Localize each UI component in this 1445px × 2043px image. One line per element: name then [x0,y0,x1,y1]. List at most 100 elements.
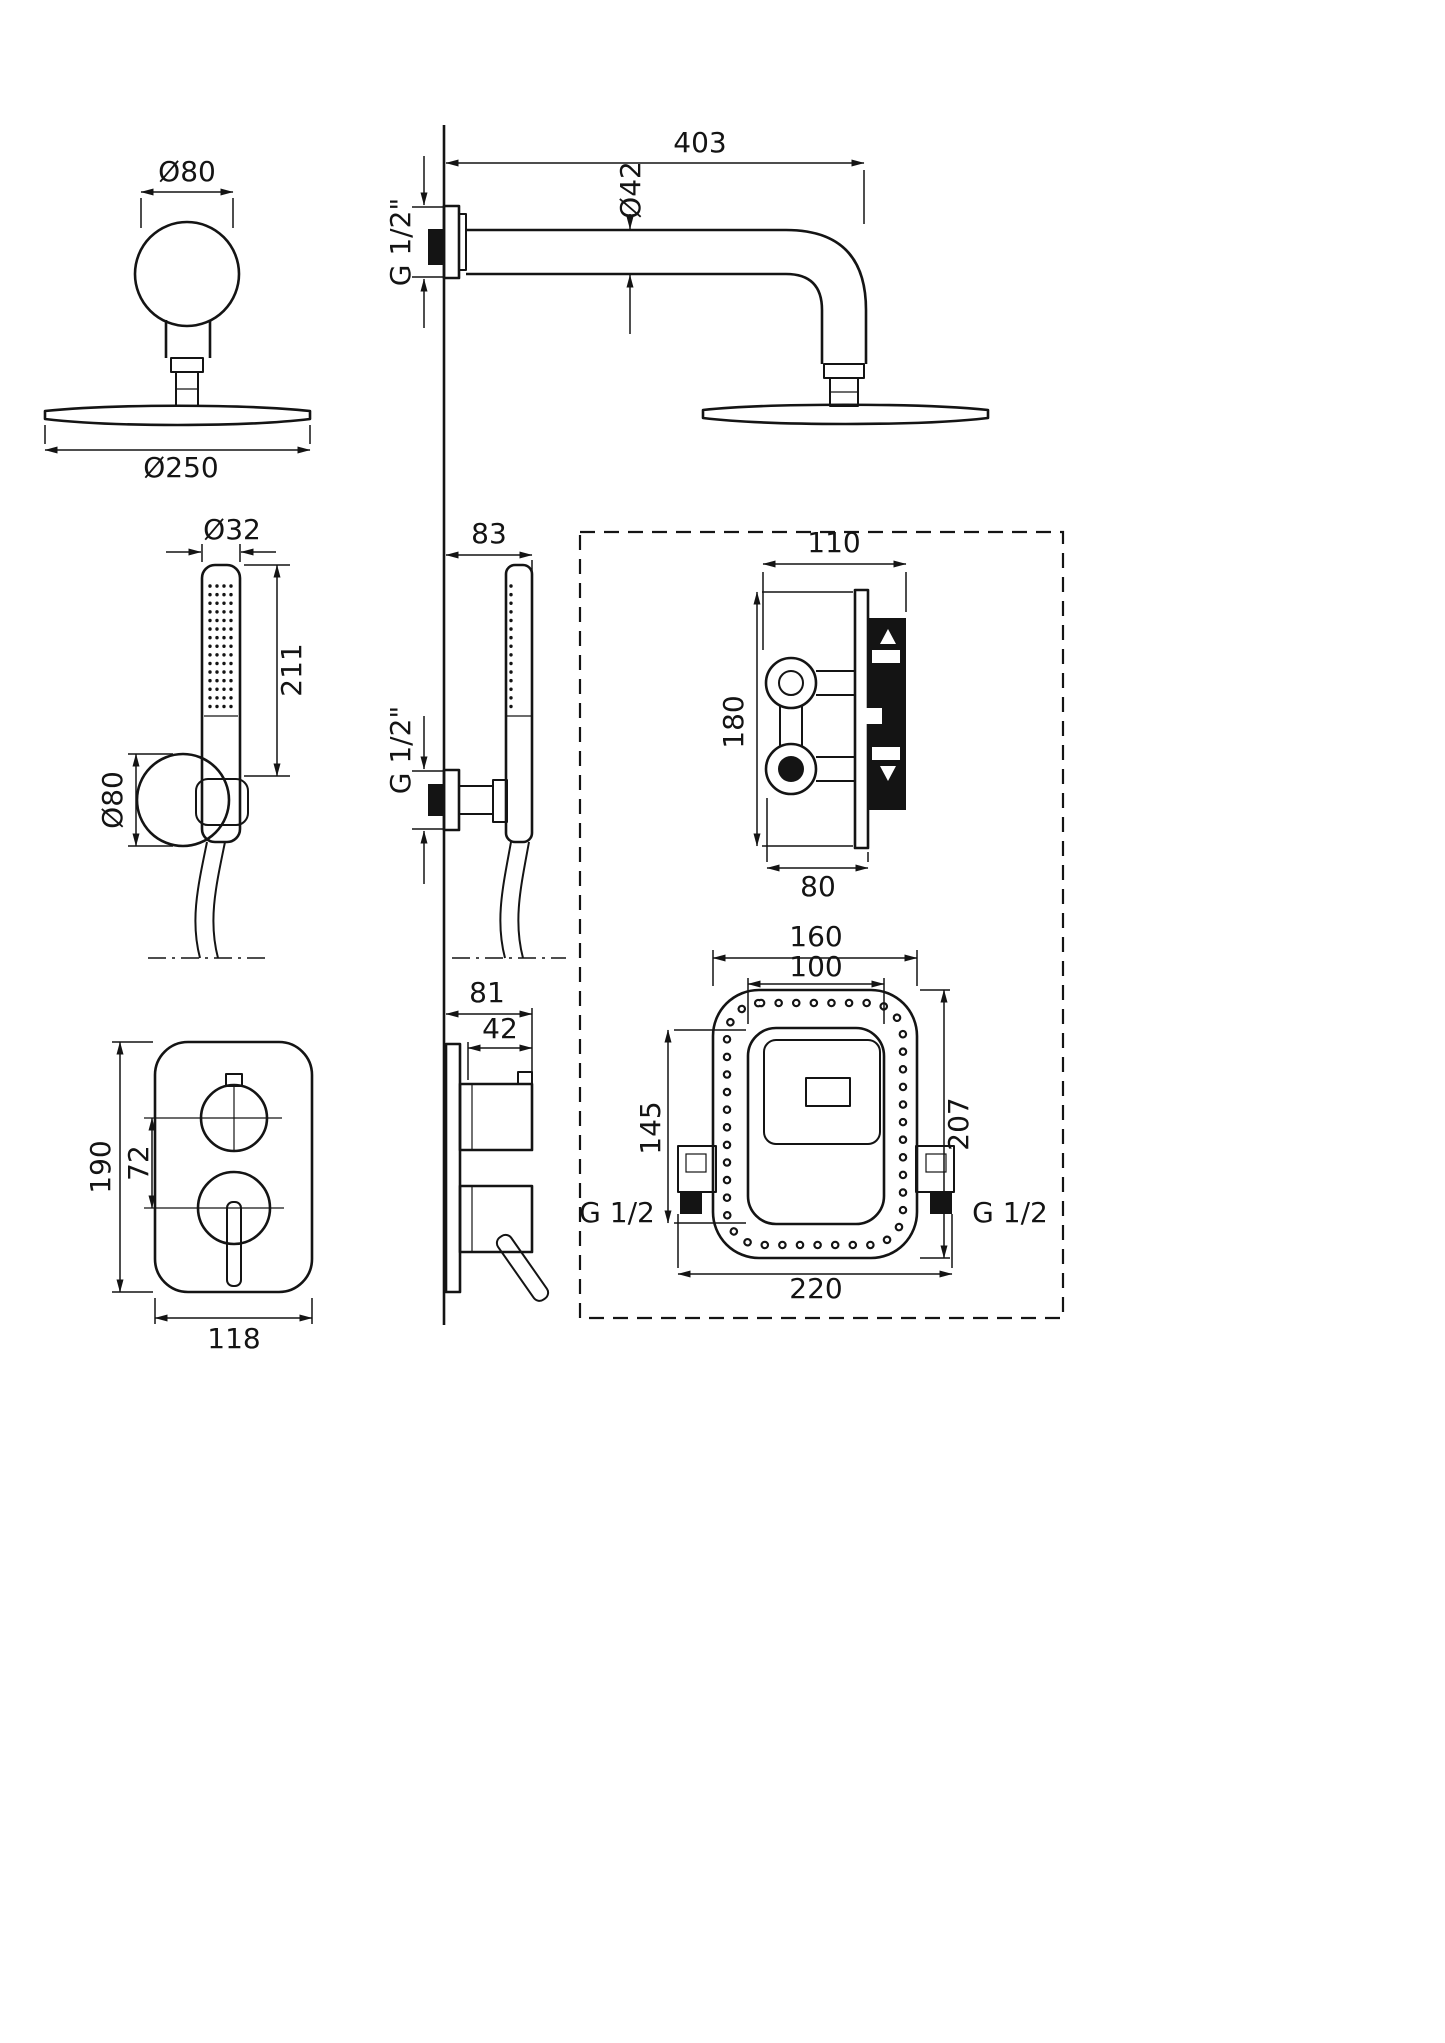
concealed-valve-side-view: 110 180 80 [717,526,907,903]
diverter-knob [196,1170,272,1246]
dim-box-width: 220 [677,1214,953,1305]
dim-plate-width: 118 [154,1298,313,1355]
dim-hand-dia: Ø32 [166,513,276,562]
hand-shower-side-view: 83 G 1/2" [384,517,566,959]
hand-shower-front-view: Ø32 211 Ø80 [96,513,308,959]
dim-knob-depth: 42 [467,1012,533,1080]
dim-label-head-flange-dia: Ø80 [158,155,216,188]
trim-side-view: 81 42 [444,976,550,1302]
valve-port-connectors [816,670,855,782]
dim-head-dia: Ø250 [44,425,311,484]
connector-collar [170,357,204,373]
valve-port-lower-inner [778,756,804,782]
diverter-knob-side [458,1184,534,1254]
box-port-right [930,1192,952,1214]
dim-valve-depth: 80 [766,798,869,903]
trim-plate-side [444,1042,462,1294]
dim-valve-width: 110 [762,526,907,650]
valve-port-lower [764,742,818,796]
dim-label-plate-width: 118 [207,1322,260,1355]
hose-front-right [212,841,226,959]
box-tab-right-hole [925,1153,947,1173]
dim-label-head-dia: Ø250 [143,451,218,484]
dim-box-inner-width: 100 [747,950,885,1024]
wall-flange-circle [133,220,241,328]
arm-tube-outer [466,228,868,364]
arm-tube-front [164,320,212,358]
overhead-shower-front-view: Ø80 Ø250 [43,155,312,484]
detail-boundary-dashed-box [578,530,1065,1320]
valve-arrow-down-icon [880,766,896,781]
box-tab-right [915,1145,955,1193]
arm-connector-collar [823,363,865,379]
dim-label-box-inner-width: 100 [789,950,842,983]
arm-flange-step [458,213,467,271]
box-outer-outline [711,988,919,1260]
box-perforation-ring-inner [724,1000,906,1248]
dim-arm-thread: G 1/2" [384,156,444,328]
dim-label-valve-depth: 80 [800,870,836,903]
dim-label-valve-height: 180 [717,695,750,748]
dim-holder-thread: G 1/2" [384,706,444,884]
valve-arrow-up-icon [880,629,896,644]
dim-label-holder-thread: G 1/2" [384,706,417,795]
valve-body-slot-top [872,650,900,663]
label-box-thread-left: G 1/2 [579,1196,655,1229]
hose-front-left [194,841,208,959]
box-valve-unit [763,1039,881,1145]
box-tab-left [677,1145,717,1193]
arm-flange-side [442,204,461,280]
box-valve-window [805,1077,851,1107]
dim-holder-dia: Ø80 [96,753,173,847]
holder-clip-side [492,779,508,823]
valve-port-upper-inner [778,670,804,696]
holder-flange-side [442,768,461,832]
wall-thread-block [428,229,444,265]
dim-label-hand-length: 211 [275,643,308,696]
dim-label-plate-height: 190 [84,1140,117,1193]
dim-box-height-inner: 145 [634,1029,746,1224]
dim-label-hand-offset: 83 [471,517,507,550]
dim-trim-depth: 81 [445,976,533,1080]
dim-head-flange-dia: Ø80 [140,155,234,228]
dim-label-box-outer-width: 160 [789,920,842,953]
box-tab-left-hole [685,1153,707,1173]
valve-port-link [779,706,803,746]
dim-label-knob-spacing: 72 [122,1145,155,1181]
hose-side-right [517,841,530,959]
trim-plate-outline [153,1040,314,1294]
holder-flange-circle [135,752,231,848]
box-cavity-outline [746,1026,886,1226]
dim-label-holder-dia: Ø80 [96,771,129,829]
dim-label-arm-dia: Ø42 [614,161,647,219]
thermostat-knob-tab [225,1073,243,1087]
label-box-thread-right: G 1/2 [972,1196,1048,1229]
dim-label-box-height-outer: 207 [942,1097,975,1150]
spray-face-dots [208,584,233,710]
dim-label-arm-length: 403 [673,126,726,159]
valve-body-window [866,708,882,724]
shower-arm-side-view: 403 Ø42 G 1/2" [384,126,990,426]
dim-plate-height: 190 [84,1041,153,1293]
dim-label-hand-dia: Ø32 [203,513,261,546]
valve-port-upper [764,656,818,710]
dim-arm-dia: Ø42 [614,161,647,334]
dim-label-valve-width: 110 [807,526,860,559]
diverter-lever [226,1201,242,1287]
shower-head-plate-front [43,404,312,427]
knob-centerlines [144,1117,284,1209]
dim-label-knob-depth: 42 [482,1012,518,1045]
dim-valve-height: 180 [717,591,853,847]
rough-in-box-front-view: 160 100 145 207 220 G 1/2 G 1/2 [579,920,1048,1305]
shower-head-plate-side [701,403,990,426]
dim-label-box-width: 220 [789,1272,842,1305]
dim-label-trim-depth: 81 [469,976,505,1009]
dim-hand-length: 211 [244,564,308,777]
dim-arm-length: 403 [445,126,865,224]
dim-box-height-outer: 207 [920,989,975,1259]
dim-label-arm-thread: G 1/2" [384,198,417,287]
hand-shower-body-side [504,563,534,844]
holder-arm-side [458,785,494,815]
